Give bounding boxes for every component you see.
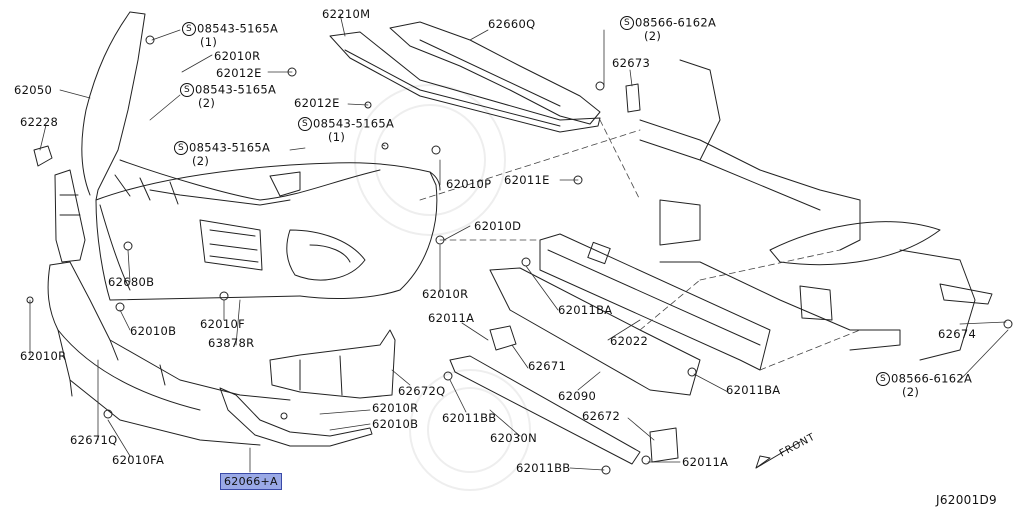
bumper-fascia-drawing <box>81 11 441 301</box>
label-62674: 62674 <box>938 327 977 341</box>
label-62012E-lower: 62012E <box>294 96 340 110</box>
label-62010R-lower: 62010R <box>372 401 419 415</box>
label-62050: 62050 <box>14 83 53 97</box>
bracket-62672-drawing <box>649 427 679 463</box>
screw-symbol-icon: S <box>182 22 196 36</box>
leader-lines <box>29 13 1009 473</box>
label-62010B-left: 62010B <box>130 324 177 338</box>
label-62090: 62090 <box>558 389 597 403</box>
label-62030N: 62030N <box>490 431 537 445</box>
screw-symbol-icon: S <box>620 16 634 30</box>
label-62673: 62673 <box>612 56 651 70</box>
label-62011A-upper: 62011A <box>428 311 475 325</box>
label-62011E: 62011E <box>504 173 550 187</box>
label-62010FA: 62010FA <box>112 453 165 467</box>
label-62671: 62671 <box>528 359 567 373</box>
absorber-62090-drawing <box>489 267 701 396</box>
screw-symbol-icon: S <box>298 117 312 131</box>
reinforcement-62210M-drawing <box>329 31 601 133</box>
label-62011BA-lower: 62011BA <box>726 383 781 397</box>
lower-bumper-drawing <box>47 261 291 446</box>
front-arrow-icon <box>755 441 801 469</box>
radiator-core-support-drawing <box>639 59 976 361</box>
screw-symbol-icon: S <box>174 141 188 155</box>
screw-symbol-icon: S <box>180 83 194 97</box>
label-62022: 62022 <box>610 334 649 348</box>
fasteners <box>26 35 1013 475</box>
label-62066-A-highlighted[interactable]: 62066+A <box>220 473 282 490</box>
label-62011A-lower: 62011A <box>682 455 729 469</box>
label-62010B-lower: 62010B <box>372 417 419 431</box>
watermark-emblem <box>354 84 531 491</box>
bracket-62673-drawing <box>625 83 641 113</box>
bracket-62671-drawing <box>489 325 517 351</box>
duct-62672Q-drawing <box>269 329 396 399</box>
label-62010P: 62010P <box>446 177 492 191</box>
label-62672Q: 62672Q <box>398 384 446 398</box>
label-62011BA-upper: 62011BA <box>558 303 613 317</box>
label-62680B: 62680B <box>108 275 155 289</box>
label-62210M: 62210M <box>322 7 371 21</box>
label-62010R-upper: 62010R <box>214 49 261 63</box>
lower-beam-62030N-drawing <box>449 355 641 465</box>
label-62011BB-lower: 62011BB <box>516 461 571 475</box>
label-62012E-upper: 62012E <box>216 66 262 80</box>
label-62660Q: 62660Q <box>488 17 536 31</box>
label-62010D: 62010D <box>474 219 522 233</box>
label-63878R: 63878R <box>208 336 255 350</box>
label-62011BB-upper: 62011BB <box>442 411 497 425</box>
screw-symbol-icon: S <box>876 372 890 386</box>
left-bracket-drawing <box>54 169 86 263</box>
label-62010R-left: 62010R <box>20 349 67 363</box>
assembly-dashed-lines <box>419 119 861 371</box>
cover-62228-drawing <box>33 145 53 167</box>
bracket-62674-drawing <box>939 283 993 305</box>
lower-trim-strip-drawing <box>219 387 373 447</box>
label-62010F: 62010F <box>200 317 245 331</box>
label-62671Q: 62671Q <box>70 433 118 447</box>
label-62228: 62228 <box>20 115 59 129</box>
panel-62660Q-drawing <box>389 21 601 125</box>
label-62010R-middle: 62010R <box>422 287 469 301</box>
reinforcement-beam-62022-drawing <box>539 233 771 371</box>
label-62672: 62672 <box>582 409 621 423</box>
diagram-code: J62001D9 <box>936 493 997 507</box>
